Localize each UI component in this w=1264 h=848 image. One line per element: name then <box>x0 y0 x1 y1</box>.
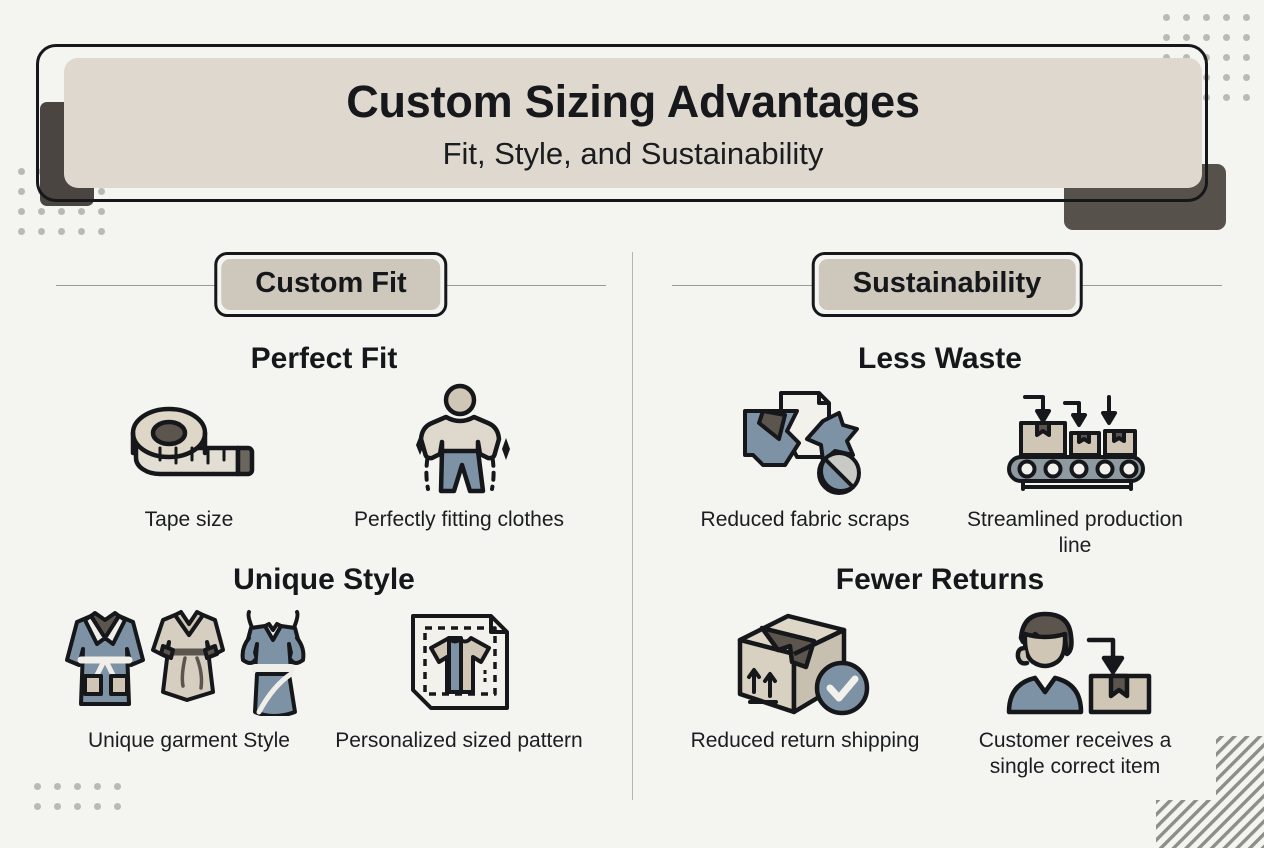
sewing-pattern-icon <box>401 604 517 716</box>
customer-receives-box-icon <box>995 604 1155 716</box>
group-title-unique-style: Unique Style <box>233 563 415 596</box>
item-perfectly-fitting-clothes: Perfectly fitting clothes <box>324 383 594 533</box>
group-title-less-waste: Less Waste <box>858 342 1022 375</box>
header-banner: Custom Sizing Advantages Fit, Style, and… <box>36 44 1226 230</box>
group-unique-style: Unique Style <box>44 563 604 754</box>
pill-sustainability: Sustainability <box>811 252 1083 317</box>
column-header-sustainability: Sustainability <box>672 252 1222 318</box>
decorative-dot-grid-bottom-left <box>34 783 121 810</box>
page-title: Custom Sizing Advantages <box>346 76 920 127</box>
group-perfect-fit: Perfect Fit Tape size <box>44 342 604 533</box>
pill-custom-fit-label: Custom Fit <box>221 259 441 310</box>
tape-measure-icon <box>114 383 264 495</box>
item-personalized-sized-pattern: Personalized sized pattern <box>324 604 594 754</box>
decorative-hatch-bottom-right <box>1156 736 1264 848</box>
caption-perfectly-fitting-clothes: Perfectly fitting clothes <box>353 508 565 531</box>
caption-tape-size: Tape size <box>144 508 234 531</box>
group-fewer-returns: Fewer Returns <box>660 563 1220 779</box>
caption-customer-receives-single-item: Customer receives a single correct item <box>978 729 1172 778</box>
column-header-custom-fit: Custom Fit <box>56 252 606 318</box>
header-outline <box>36 44 1208 202</box>
group-title-fewer-returns: Fewer Returns <box>835 563 1045 596</box>
header-inner-panel: Custom Sizing Advantages Fit, Style, and… <box>64 58 1202 188</box>
shipping-box-check-icon <box>732 604 878 716</box>
pill-sustainability-label: Sustainability <box>818 259 1076 310</box>
caption-personalized-sized-pattern: Personalized sized pattern <box>335 729 583 752</box>
item-reduced-return-shipping: Reduced return shipping <box>670 604 940 754</box>
group-less-waste: Less Waste Reduced fabric s <box>660 342 1220 558</box>
column-divider <box>632 252 633 800</box>
caption-reduced-fabric-scraps: Reduced fabric scraps <box>700 508 910 531</box>
garments-icon <box>45 604 333 716</box>
page-subtitle: Fit, Style, and Sustainability <box>442 136 824 171</box>
fabric-scraps-icon <box>737 383 873 495</box>
item-streamlined-production-line: Streamlined production line <box>940 383 1210 558</box>
group-title-perfect-fit: Perfect Fit <box>250 342 398 375</box>
caption-streamlined-production-line: Streamlined production line <box>967 508 1183 557</box>
fitted-person-icon <box>394 383 524 495</box>
conveyor-belt-icon <box>995 383 1155 495</box>
item-customer-receives-single-item: Customer receives a single correct item <box>940 604 1210 779</box>
caption-unique-garment-style: Unique garment Style <box>88 729 290 752</box>
item-reduced-fabric-scraps: Reduced fabric scraps <box>670 383 940 533</box>
caption-reduced-return-shipping: Reduced return shipping <box>690 729 920 752</box>
item-tape-size: Tape size <box>54 383 324 533</box>
item-unique-garment-style: Unique garment Style <box>54 604 324 754</box>
pill-custom-fit: Custom Fit <box>214 252 448 317</box>
